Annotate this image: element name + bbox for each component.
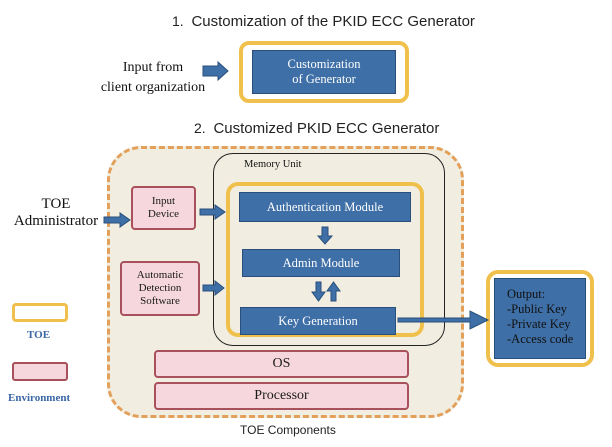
memory-unit-container bbox=[213, 153, 445, 346]
output-title: Output: bbox=[507, 287, 546, 301]
memory-unit-label: Memory Unit bbox=[244, 159, 302, 170]
legend-toe-swatch bbox=[12, 303, 68, 322]
customization-box-line1: Customization bbox=[287, 57, 361, 71]
admin-module: Admin Module bbox=[242, 249, 400, 277]
arrow-input-device-to-auth bbox=[199, 204, 226, 220]
arrow-client-to-customization bbox=[202, 60, 229, 82]
arrow-keygen-to-admin bbox=[326, 281, 341, 302]
customization-toe-frame bbox=[239, 41, 409, 103]
client-input-line2: client organization bbox=[100, 80, 206, 95]
auto-detect-line1: Automatic bbox=[136, 269, 184, 281]
auto-detect-line2: Detection bbox=[138, 282, 182, 294]
processor-box: Processor bbox=[154, 382, 409, 410]
client-input-line1: Input from bbox=[122, 60, 184, 75]
toe-administrator-line1: TOE bbox=[41, 196, 71, 212]
legend-toe-label: TOE bbox=[27, 329, 51, 341]
output-access-code: -Access code bbox=[507, 332, 574, 346]
customization-of-generator-box: Customization of Generator bbox=[252, 50, 396, 94]
toe-components-label: TOE Components bbox=[240, 423, 336, 437]
legend-environment-label: Environment bbox=[8, 392, 71, 404]
arrow-admin-to-keygen bbox=[311, 281, 326, 302]
arrow-auth-to-admin bbox=[316, 226, 334, 245]
section2-heading: 2. Customized PKID ECC Generator bbox=[194, 121, 439, 136]
arrow-auto-detect-to-modules bbox=[202, 279, 225, 297]
client-input-label: Input from client organization bbox=[100, 58, 206, 98]
toe-administrator-label: TOE Administrator bbox=[8, 196, 104, 230]
section1-title: Customization of the PKID ECC Generator bbox=[191, 13, 475, 30]
customization-box-line2: of Generator bbox=[292, 72, 356, 86]
section1-heading: 1. Customization of the PKID ECC Generat… bbox=[172, 14, 475, 29]
input-device-line2: Device bbox=[147, 208, 180, 220]
key-generation-module: Key Generation bbox=[240, 307, 396, 335]
output-public-key: -Public Key bbox=[507, 302, 568, 316]
authentication-module: Authentication Module bbox=[239, 192, 411, 222]
toe-modules-frame bbox=[226, 182, 424, 337]
output-box: Output: -Public Key -Private Key -Access… bbox=[494, 278, 586, 359]
output-private-key: -Private Key bbox=[507, 317, 571, 331]
input-device-line1: Input bbox=[151, 195, 176, 207]
output-toe-frame bbox=[486, 270, 594, 367]
section2-title: Customized PKID ECC Generator bbox=[213, 120, 440, 137]
os-box: OS bbox=[154, 350, 409, 378]
input-device-box: Input Device bbox=[131, 186, 196, 230]
auto-detect-line3: Software bbox=[140, 295, 180, 307]
section1-number: 1. bbox=[172, 13, 184, 29]
legend-environment-swatch bbox=[12, 362, 68, 381]
automatic-detection-software-box: Automatic Detection Software bbox=[120, 261, 200, 316]
toe-administrator-line2: Administrator bbox=[13, 213, 99, 229]
arrow-keygen-to-output bbox=[397, 310, 490, 330]
arrow-admin-to-input-device bbox=[103, 212, 131, 228]
section2-number: 2. bbox=[194, 120, 206, 136]
